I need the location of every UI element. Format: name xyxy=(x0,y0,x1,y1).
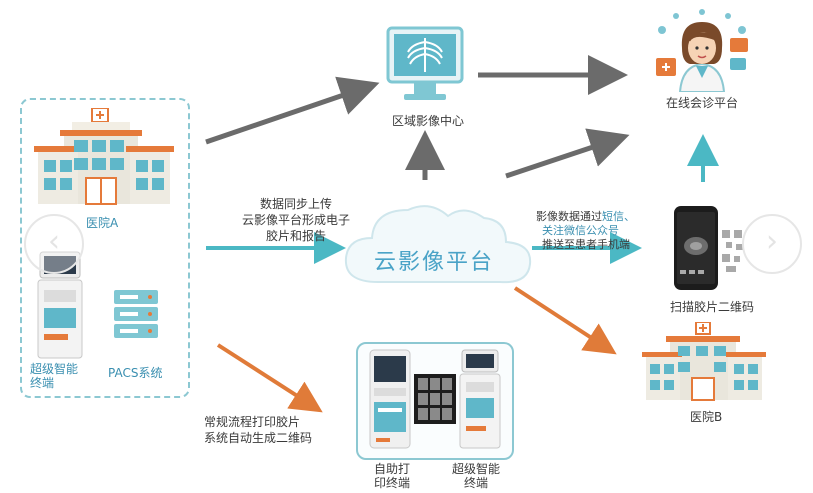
print-note: 常规流程打印胶片 系统自动生成二维码 xyxy=(204,414,312,446)
phone-qr-icon xyxy=(674,206,744,290)
push-note: 影像数据通过短信、 关注微信公众号 推送至患者手机端 xyxy=(536,210,635,252)
sync-note-line3: 胶片和报告 xyxy=(265,229,326,243)
arrow-cloud-to-consult xyxy=(505,128,630,179)
print-note-line1: 常规流程打印胶片 xyxy=(204,415,301,429)
arrow-hospital-to-kiosks xyxy=(216,343,323,413)
hospital-a-label: 医院A xyxy=(86,216,119,230)
self-print-kiosk-icon xyxy=(369,349,411,449)
chevron-left-icon: ‹ xyxy=(48,224,60,259)
chevron-right-icon: › xyxy=(766,224,778,259)
pacs-label: PACS系统 xyxy=(108,366,163,380)
sync-note-line1: 数据同步上传 xyxy=(259,197,332,211)
sync-note-line2: 云影像平台形成电子 xyxy=(241,213,350,227)
cloud-icon xyxy=(344,205,532,284)
print-note-line2: 系统自动生成二维码 xyxy=(204,431,313,445)
hospital-a-group xyxy=(20,98,190,398)
arrow-hospital-to-center xyxy=(205,76,380,145)
film-display-icon xyxy=(414,374,456,424)
phone-label: 扫描胶片二维码 xyxy=(670,300,755,314)
self-print-kiosk-label: 自助打 印终端 xyxy=(374,462,411,490)
smart-terminal-kiosk-label: 超级智能 终端 xyxy=(452,462,501,490)
arrow-cloud-to-hospital-b xyxy=(513,286,617,355)
sync-note: 数据同步上传 云影像平台形成电子 胶片和报告 xyxy=(226,196,366,244)
doctor-consult-icon xyxy=(656,9,748,92)
smart-terminal-label: 超级智能 终端 xyxy=(30,362,79,390)
hospital-a-building-icon xyxy=(34,108,174,205)
push-note-sms: 短信、 xyxy=(602,210,635,223)
xray-monitor-icon xyxy=(386,26,464,100)
regional-center-label: 区域影像中心 xyxy=(392,114,465,128)
push-note-prefix: 影像数据通过 xyxy=(536,210,602,223)
carousel-prev-button[interactable]: ‹ xyxy=(24,214,84,274)
pacs-server-icon xyxy=(114,290,158,338)
smart-terminal-kiosk-icon xyxy=(459,349,501,449)
hospital-b-building-icon xyxy=(642,322,766,401)
push-note-wechat: 关注微信公众号 xyxy=(542,224,619,237)
hospital-b-label: 医院B xyxy=(690,410,723,424)
push-note-line3: 推送至患者手机端 xyxy=(542,238,630,251)
consult-platform-label: 在线会诊平台 xyxy=(666,96,739,110)
cloud-platform-label: 云影像平台 xyxy=(374,250,495,275)
carousel-next-button[interactable]: › xyxy=(742,214,802,274)
